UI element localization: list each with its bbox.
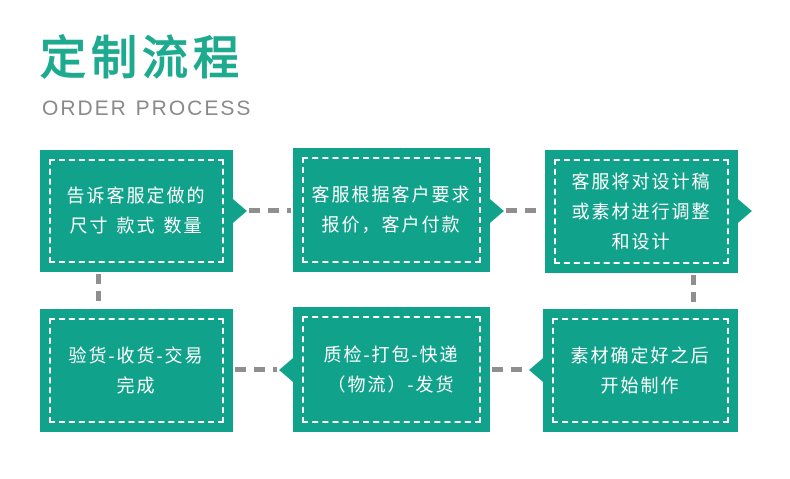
- arrowhead-left-icon: [529, 358, 543, 382]
- flow-step-5-line-2: （物流）-发货: [327, 374, 456, 395]
- connector-step1-to-step2: [249, 208, 291, 213]
- arrowhead-right-icon: [490, 199, 504, 223]
- flow-step-3-line-1: 客服将对设计稿: [571, 171, 712, 192]
- flow-step-4-content: 素材确定好之后 开始制作: [552, 318, 729, 423]
- flow-step-4-line-2: 开始制作: [600, 375, 681, 396]
- connector-step4-to-step5: [492, 367, 527, 372]
- flow-step-3-line-2: 或素材进行调整: [571, 201, 712, 222]
- flow-step-6-box: 验货-收货-交易 完成: [40, 309, 233, 432]
- flow-step-5-line-1: 质检-打包-快递: [323, 344, 460, 365]
- flow-step-1-line-1: 告诉客服定做的: [66, 186, 207, 206]
- connector-step3-to-step4: [691, 275, 696, 308]
- arrowhead-right-icon: [233, 199, 247, 223]
- flow-step-4-box: 素材确定好之后 开始制作: [543, 309, 738, 432]
- flow-step-3-content: 客服将对设计稿 或素材进行调整 和设计: [554, 159, 729, 264]
- page-title: 定制流程: [40, 32, 244, 84]
- flow-step-2-line-2: 报价，客户付款: [321, 215, 462, 235]
- arrowhead-left-icon: [279, 358, 293, 382]
- flow-step-2-content: 客服根据客户要求 报价，客户付款: [302, 157, 481, 263]
- connector-step2-to-step3: [506, 208, 543, 213]
- flow-step-6-line-2: 完成: [116, 375, 157, 396]
- flow-step-1-line-2: 尺寸 款式 数量: [69, 216, 204, 236]
- flow-step-6-content: 验货-收货-交易 完成: [49, 318, 224, 423]
- flow-step-2-box: 客服根据客户要求 报价，客户付款: [293, 148, 490, 272]
- flow-step-3-line-3: 和设计: [611, 231, 672, 252]
- flow-step-1-box: 告诉客服定做的 尺寸 款式 数量: [40, 150, 233, 272]
- connector-left-vertical: [96, 274, 101, 308]
- flow-step-1-content: 告诉客服定做的 尺寸 款式 数量: [49, 159, 224, 263]
- flow-step-6-line-1: 验货-收货-交易: [68, 345, 205, 366]
- page-subtitle: ORDER PROCESS: [42, 97, 253, 120]
- flow-step-2-line-1: 客服根据客户要求: [311, 185, 472, 205]
- connector-step5-to-step6: [235, 367, 277, 372]
- flow-step-5-content: 质检-打包-快递 （物流）-发货: [302, 316, 481, 423]
- flow-step-5-box: 质检-打包-快递 （物流）-发货: [293, 307, 490, 432]
- flow-step-3-box: 客服将对设计稿 或素材进行调整 和设计: [545, 150, 738, 273]
- arrowhead-right-icon: [738, 199, 752, 223]
- flow-step-4-line-1: 素材确定好之后: [570, 345, 711, 366]
